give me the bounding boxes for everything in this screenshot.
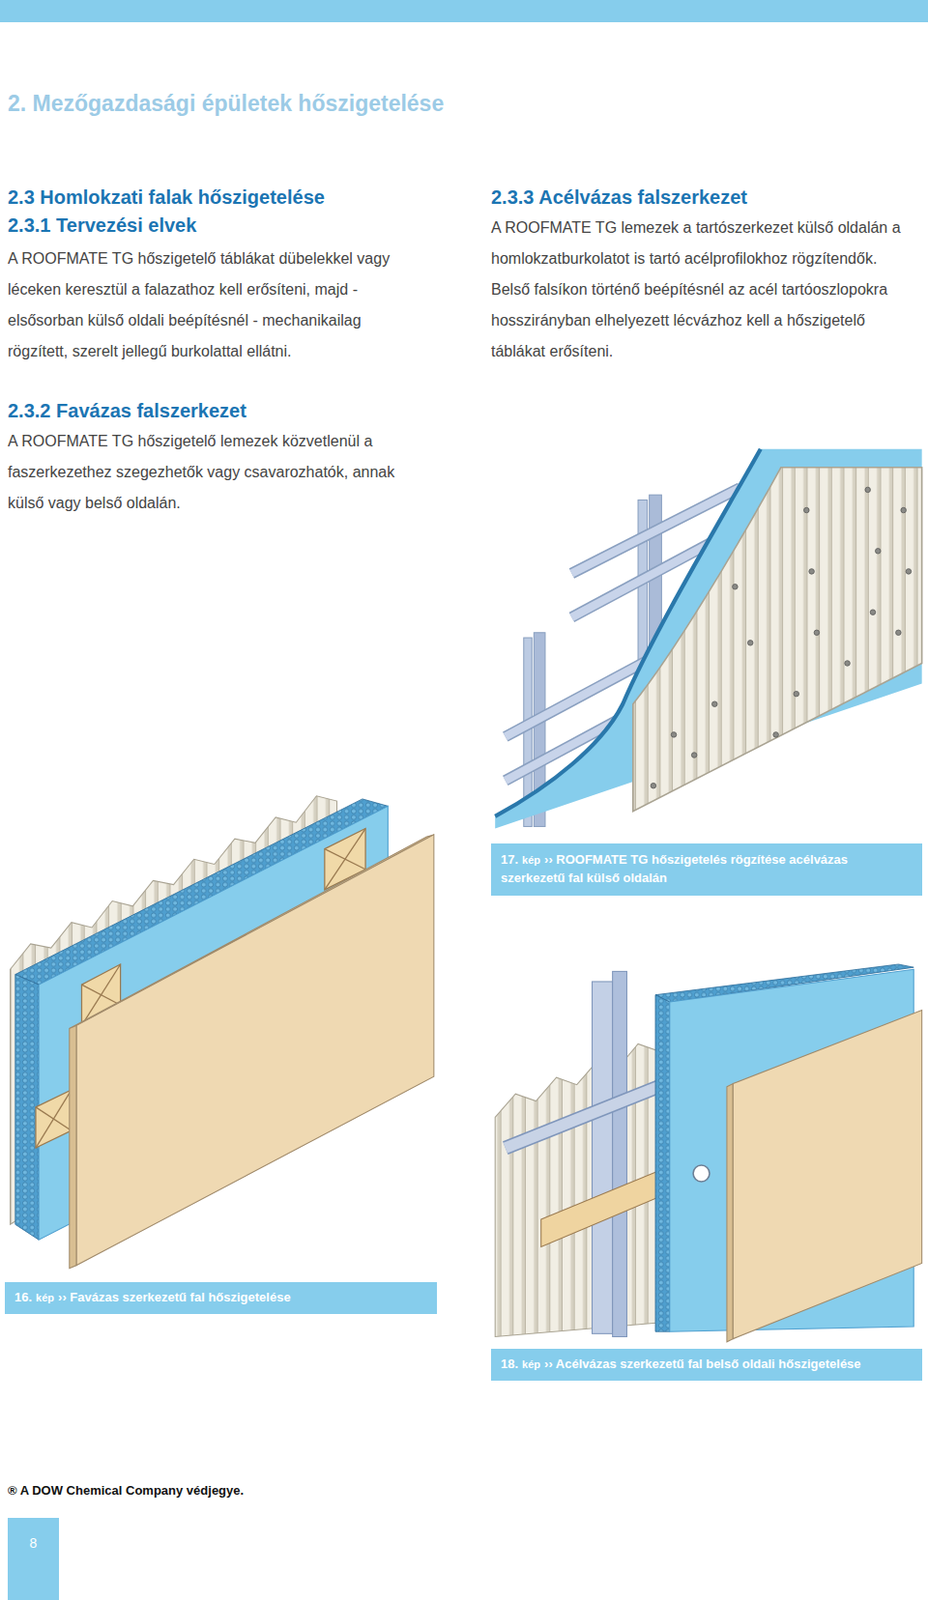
- footnote: ® A DOW Chemical Company védjegye.: [7, 1483, 244, 1499]
- label-wrap: A ROOFMATE TG hőszigetelő táblákat dübel…: [7, 243, 426, 368]
- body-text: A ROOFMATE TG hőszigetelő lemezek közvet…: [7, 426, 434, 520]
- figure-number: 16.: [14, 1290, 32, 1305]
- label-wrap: A ROOFMATE TG lemezek a tartószerkezet k…: [491, 212, 919, 368]
- subsection-heading: 2.3.3 Acélvázas falszerkezet: [491, 185, 748, 209]
- section-heading: 2.3 Homlokzati falak hőszigetelése: [7, 185, 325, 209]
- label-wrap: 2.3.1 Tervezési elvek: [7, 213, 197, 237]
- caption-text: ›› ROOFMATE TG hőszigetelés rögzítése ac…: [500, 852, 848, 886]
- body-text: A ROOFMATE TG lemezek a tartószerkezet k…: [491, 212, 919, 368]
- figures: [10, 449, 923, 1343]
- node-content: 18.kép›› Acélvázas szerkezetű fal belső …: [491, 1349, 923, 1380]
- board-edge: [69, 1025, 77, 1269]
- page-title: 2. Mezőgazdasági épületek hőszigetelése: [7, 90, 444, 117]
- figure-timber-wall: [10, 796, 435, 1270]
- figure-number: 18.: [500, 1357, 519, 1372]
- figure-caption-band: 18.kép›› Acélvázas szerkezetű fal belső …: [491, 1349, 923, 1382]
- cover-board: [732, 1011, 922, 1340]
- cover-board: [76, 835, 435, 1267]
- label-wrap: 2.3.2 Favázas falszerkezet: [7, 399, 247, 423]
- subsection-heading: 2.3.2 Favázas falszerkezet: [7, 399, 247, 423]
- figure-caption-band: 16.kép›› Favázas szerkezetű fal hősziget…: [4, 1282, 437, 1315]
- steel-column: [592, 982, 613, 1334]
- figure-word: kép: [522, 854, 541, 867]
- figure-caption-band: 17.kép›› ROOFMATE TG hőszigetelés rögzít…: [491, 843, 923, 897]
- label-wrap: 2.3.3 Acélvázas falszerkezet: [491, 185, 748, 209]
- steel-column: [612, 971, 628, 1337]
- fixing-hole: [693, 1165, 710, 1183]
- board-edge: [726, 1084, 733, 1343]
- title-wrap: 2. Mezőgazdasági épületek hőszigetelése: [7, 90, 444, 117]
- figure-steel-internal: [494, 964, 922, 1343]
- body-text: A ROOFMATE TG hőszigetelő táblákat dübel…: [7, 243, 426, 368]
- figure-word: kép: [522, 1359, 541, 1371]
- label-wrap: ® A DOW Chemical Company védjegye.: [7, 1483, 244, 1499]
- subsection-heading: 2.3.1 Tervezési elvek: [7, 213, 197, 237]
- figure-word: kép: [35, 1292, 55, 1305]
- label-wrap: A ROOFMATE TG hőszigetelő lemezek közvet…: [7, 426, 434, 520]
- page-number: 8: [7, 1536, 59, 1552]
- insulation-board: [494, 449, 922, 830]
- top-bar: [0, 0, 928, 23]
- caption-text: ›› Favázas szerkezetű fal hőszigetelése: [58, 1290, 291, 1305]
- caption-text: ›› Acélvázas szerkezetű fal belső oldali…: [544, 1357, 862, 1372]
- label-wrap: 2.3 Homlokzati falak hőszigetelése: [7, 185, 325, 209]
- node-content: 8: [7, 1518, 59, 1552]
- corrugated-cladding: [633, 467, 923, 812]
- node-content: 16.kép›› Favázas szerkezetű fal hősziget…: [4, 1282, 437, 1313]
- insulation-edge: [655, 995, 670, 1334]
- figure-number: 17.: [500, 852, 519, 868]
- page-number-box: 8: [7, 1518, 59, 1600]
- node-content: 17.kép›› ROOFMATE TG hőszigetelés rögzít…: [491, 843, 923, 895]
- fasteners: [650, 487, 912, 789]
- figure-steel-external: [494, 449, 922, 830]
